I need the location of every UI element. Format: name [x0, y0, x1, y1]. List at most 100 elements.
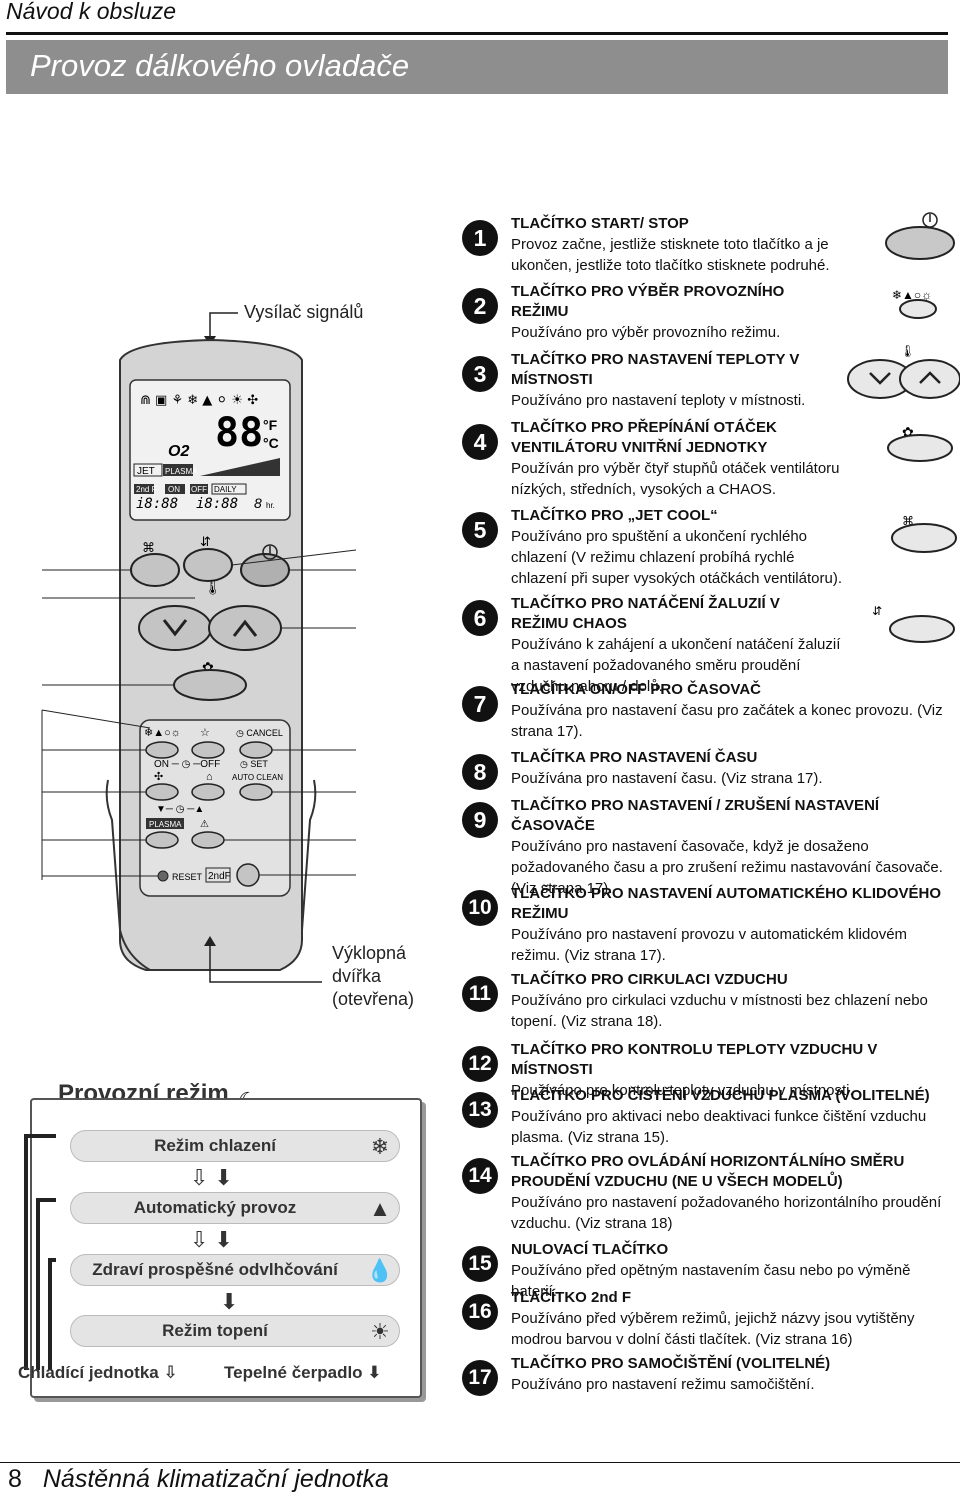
item-description: Používán pro výběr čtyř stupňů otáček ve…: [511, 460, 840, 498]
jet-cool-button: [130, 553, 180, 587]
item-title: TLAČÍTKO PRO PŘEPÍNÁNÍ OTÁČEK VENTILÁTOR…: [511, 419, 777, 456]
svg-text:2nd F: 2nd F: [136, 485, 157, 494]
svg-text:✿: ✿: [902, 424, 914, 440]
mode-arrows: ⬇: [220, 1289, 239, 1314]
item-description: Používáno pro nastavení režimu samočiště…: [511, 1376, 815, 1393]
item-description: Používáno pro spuštění a ukončení rychlé…: [511, 528, 842, 587]
item-title: TLAČÍTKO PRO KONTROLU TEPLOTY VZDUCHU V …: [511, 1041, 878, 1078]
transmitter-label: Vysílač signálů: [244, 302, 364, 322]
mode-auto: Automatický provoz ▲: [70, 1192, 400, 1224]
item-description: Používáno před výběrem režimů, jejichž n…: [511, 1310, 915, 1348]
list-item: TLAČÍTKO 2nd F Používáno před výběrem rež…: [466, 1288, 960, 1350]
mode-flow-lines: [24, 1134, 56, 1370]
svg-text:❄▲○☼: ❄▲○☼: [892, 288, 932, 302]
item-title: TLAČÍTKO 2nd F: [511, 1289, 631, 1306]
item-description: Používáno před opětným nastavením času n…: [511, 1262, 911, 1300]
item-description: Používáno pro cirkulaci vzduchu v místno…: [511, 992, 928, 1030]
item-title: TLAČÍTKO PRO NATÁČENÍ ŽALUZIÍ V REŽIMU C…: [511, 595, 780, 632]
item-description: Používáno pro kontrolu teploty vzduchu v…: [511, 1082, 854, 1099]
svg-text:⋒ ▣ ⚘ ❄ ▲ ⚪ ☀ ✣: ⋒ ▣ ⚘ ❄ ▲ ⚪ ☀ ✣: [140, 393, 258, 408]
svg-text:☆: ☆: [200, 727, 210, 739]
svg-text:i8:88: i8:88: [196, 496, 238, 512]
lower-panel: [139, 719, 291, 897]
item-number-badge: 16: [462, 1294, 498, 1330]
item-title: TLAČÍTKA PRO NASTAVENÍ ČASU: [511, 749, 758, 766]
item-number-badge: 10: [462, 890, 498, 926]
item-number-badge: 9: [462, 802, 498, 838]
svg-text:PLASMA: PLASMA: [149, 820, 182, 829]
mode-heating: Režim topení ☀: [70, 1315, 400, 1347]
list-item: TLAČÍTKO PRO NASTAVENÍ / ZRUŠENÍ NASTAVE…: [466, 796, 960, 899]
item-title: TLAČÍTKO PRO OVLÁDÁNÍ HORIZONTÁLNÍHO SMĚ…: [511, 1153, 905, 1190]
svg-text:⌘: ⌘: [142, 540, 155, 555]
header-rule: [6, 32, 948, 35]
svg-text:⇵: ⇵: [200, 534, 211, 549]
svg-text:✿: ✿: [202, 659, 214, 675]
item-number-badge: 13: [462, 1092, 498, 1128]
svg-text:◷ SET: ◷ SET: [240, 759, 268, 769]
lcd-jet: JET: [137, 466, 155, 477]
mode-dehumidify: Zdraví prospěšné odvlhčování 💧: [70, 1254, 400, 1286]
svg-text:⚠: ⚠: [200, 819, 209, 830]
svg-text:DAILY: DAILY: [214, 485, 237, 494]
footer-rule: [0, 1462, 960, 1463]
item-description: Používáno pro aktivaci nebo deaktivaci f…: [511, 1108, 927, 1146]
item-number-badge: 15: [462, 1246, 498, 1282]
item-title: TLAČÍTKO PRO „JET COOL“: [511, 507, 718, 524]
item-number-badge: 11: [462, 976, 498, 1012]
item-description: Používáno pro výběr provozního režimu.: [511, 324, 781, 341]
item-title: TLAČÍTKO PRO NASTAVENÍ AUTOMATICKÉHO KLI…: [511, 885, 941, 922]
second-f-button: [236, 863, 260, 887]
temp-up-button-icon: [899, 359, 960, 399]
svg-text:▼─ ◷ ─▲: ▼─ ◷ ─▲: [156, 804, 204, 815]
list-item: TLAČÍTKO PRO KONTROLU TEPLOTY VZDUCHU V …: [466, 1040, 960, 1101]
mode-arrows: ⇩ ⬇: [190, 1227, 233, 1252]
item-number-badge: 2: [462, 288, 498, 324]
svg-text:⇵: ⇵: [872, 604, 882, 618]
svg-text:⌂: ⌂: [206, 771, 213, 783]
page-title: Provoz dálkového ovladače: [30, 48, 410, 83]
svg-text:hr.: hr.: [266, 501, 275, 510]
item-number-badge: 1: [462, 220, 498, 256]
list-item: TLAČÍTKO PRO OVLÁDÁNÍ HORIZONTÁLNÍHO SMĚ…: [466, 1152, 960, 1234]
auto-mode-icon: ▲: [369, 1196, 391, 1221]
item-title: TLAČÍTKO PRO ČIŠTĚNÍ VZDUCHU PLASMA (VOL…: [511, 1087, 930, 1104]
snowflake-icon: ❄: [370, 1134, 390, 1159]
list-item: TLAČÍTKO PRO „JET COOL“ Používáno pro spu…: [466, 506, 960, 589]
svg-text:ON: ON: [168, 485, 180, 494]
button-icons: ❄▲○☼ 🌡 ✿ ⌘ ⇵: [847, 212, 960, 643]
sun-icon: ☀: [370, 1319, 390, 1344]
page-number: 8: [8, 1465, 22, 1493]
footer: 8 Nástěnná klimatizační jednotka: [8, 1465, 389, 1494]
lcd-plasma: PLASMA: [165, 467, 198, 476]
mode-button-icon: [899, 299, 937, 319]
item-description: Používáno pro nastavení teploty v místno…: [511, 392, 806, 409]
lcd-deg-c: °C: [263, 435, 279, 451]
item-number-badge: 4: [462, 424, 498, 460]
item-title: TLAČÍTKO PRO NASTAVENÍ / ZRUŠENÍ NASTAVE…: [511, 797, 880, 834]
fan-speed-button: [173, 669, 247, 701]
svg-text:i8:88: i8:88: [136, 496, 178, 512]
svg-text:🌡: 🌡: [900, 344, 915, 358]
mode-cooling: Režim chlazení ❄: [70, 1130, 400, 1162]
item-description: Používána pro nastavení času pro začátek…: [511, 702, 943, 740]
list-item: TLAČÍTKO PRO SAMOČIŠTĚNÍ (VOLITELNÉ)Použ…: [466, 1354, 960, 1395]
temp-up-button: [208, 605, 282, 651]
mode-arrows: ⇩ ⬇: [190, 1165, 233, 1190]
title-bar: Provoz dálkového ovladače: [6, 40, 948, 94]
list-item: TLAČÍTKO PRO NATÁČENÍ ŽALUZIÍ V REŽIMU C…: [466, 594, 960, 697]
item-description: Používáno k zahájení a ukončení natáčení…: [511, 636, 841, 695]
lcd-o2: O2: [168, 443, 189, 460]
item-number-badge: 17: [462, 1360, 498, 1396]
item-number-badge: 8: [462, 754, 498, 790]
svg-text:❄▲○☼: ❄▲○☼: [144, 727, 181, 739]
chaos-swing-button: [183, 548, 233, 582]
fan-speed-button-icon: [887, 434, 953, 462]
item-title: TLAČÍTKO START/ STOP: [511, 215, 689, 232]
item-number-badge: 12: [462, 1046, 498, 1082]
